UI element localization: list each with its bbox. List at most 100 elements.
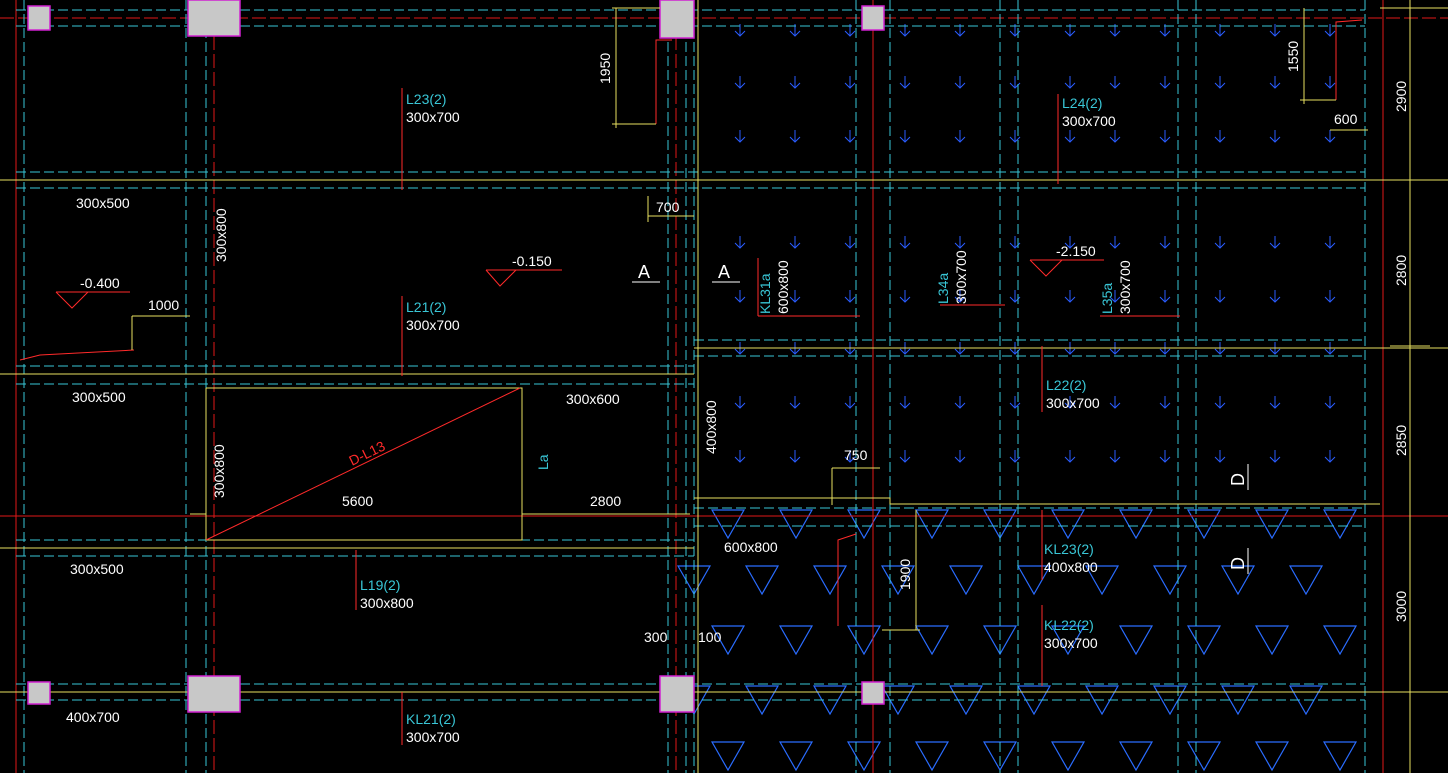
slope-arrow [844,76,856,89]
slope-arrow [1269,290,1281,303]
beam-tag-size: 400x800 [1044,559,1098,575]
triangle-mark [1050,509,1086,540]
level-label: -0.400 [80,275,120,291]
beam-size-label: 300x500 [76,195,130,211]
level-symbols [55,259,1104,309]
dimension-label: 1950 [597,53,613,84]
slope-arrow [1064,236,1076,249]
slope-arrow [1159,76,1171,89]
triangle-mark [1254,741,1290,772]
slope-arrow [844,396,856,409]
triangle-mark [1288,565,1324,596]
beam-tag-name: L21(2) [406,299,446,315]
column [861,5,885,31]
slope-arrow [734,450,746,463]
slope-arrow [789,450,801,463]
beam-tag-name: L23(2) [406,91,446,107]
slope-arrow [1159,396,1171,409]
triangle-mark [948,565,984,596]
slope-arrow [1324,24,1336,37]
beam-lines-horizontal [16,9,1365,701]
slope-arrow [734,236,746,249]
dimension-label: 750 [844,447,868,463]
beam-tag-name: L34a [935,273,951,304]
section-mark: A [638,262,650,282]
slope-arrow [734,290,746,303]
slope-arrow [1109,236,1121,249]
triangle-mark [710,741,746,772]
beam-tag-size: 300x700 [406,109,460,125]
section-mark: A [718,262,730,282]
beam-tag-name: L35a [1099,283,1115,314]
dimension-label: 2850 [1393,425,1409,456]
slope-arrow [1064,290,1076,303]
column [187,0,241,37]
slope-arrow [1214,396,1226,409]
slope-arrow [1324,236,1336,249]
slope-arrow [954,236,966,249]
slope-arrow [899,396,911,409]
triangle-mark [710,625,746,656]
slope-arrow [1324,130,1336,143]
slope-arrow [1269,76,1281,89]
column [659,0,695,39]
beam-tag-name: L22(2) [1046,377,1086,393]
triangle-hatch [676,509,1358,772]
slope-arrow [844,236,856,249]
dimension-label: 2800 [1393,255,1409,286]
dimension-label: 5600 [342,493,373,509]
beam-tag-name: KL31a [757,273,773,314]
slope-arrow [1009,396,1021,409]
slope-arrow [954,396,966,409]
slope-arrow [954,130,966,143]
beam-tag-name: KL22(2) [1044,617,1094,633]
triangle-mark [914,509,950,540]
slope-arrow [1324,76,1336,89]
column [187,675,241,713]
dimension-label: 600 [1334,111,1358,127]
beam-size-label: 300x500 [72,389,126,405]
slope-arrow [1109,290,1121,303]
dimension-lines [131,0,1430,773]
slope-arrow [1109,76,1121,89]
triangle-mark [1186,509,1222,540]
triangle-mark [812,565,848,596]
slope-arrow [1269,236,1281,249]
column [27,681,51,705]
beam-size-label: 300x800 [213,208,229,262]
triangle-mark [1118,625,1154,656]
slope-arrow [1269,396,1281,409]
slope-arrow-hatch [734,24,1336,463]
slope-arrow [1159,130,1171,143]
beam-size-label: 300x500 [70,561,124,577]
triangle-mark [1152,565,1188,596]
slope-arrow [1214,130,1226,143]
beam-tag-size: 300x700 [406,729,460,745]
slope-arrow [844,130,856,143]
anchorage-label: La [535,454,551,470]
slope-arrow [1214,76,1226,89]
slope-arrow [1324,290,1336,303]
beam-tag-name: L19(2) [360,577,400,593]
triangle-mark [1118,509,1154,540]
leader-lines [19,19,1363,745]
beam-tag-size: 300x800 [360,595,414,611]
slope-arrow [1064,396,1076,409]
triangle-mark [1050,741,1086,772]
slope-arrow [1159,290,1171,303]
slope-arrow [1109,130,1121,143]
slope-arrow [1214,450,1226,463]
triangle-mark [846,509,882,540]
dimension-label: 3000 [1393,591,1409,622]
slope-arrow [1109,396,1121,409]
slope-arrow [789,76,801,89]
slope-arrow [789,290,801,303]
triangle-mark [846,625,882,656]
beam-size-label: 400x800 [703,400,719,454]
slope-arrow [899,290,911,303]
slope-arrow [789,396,801,409]
slope-arrow [789,130,801,143]
